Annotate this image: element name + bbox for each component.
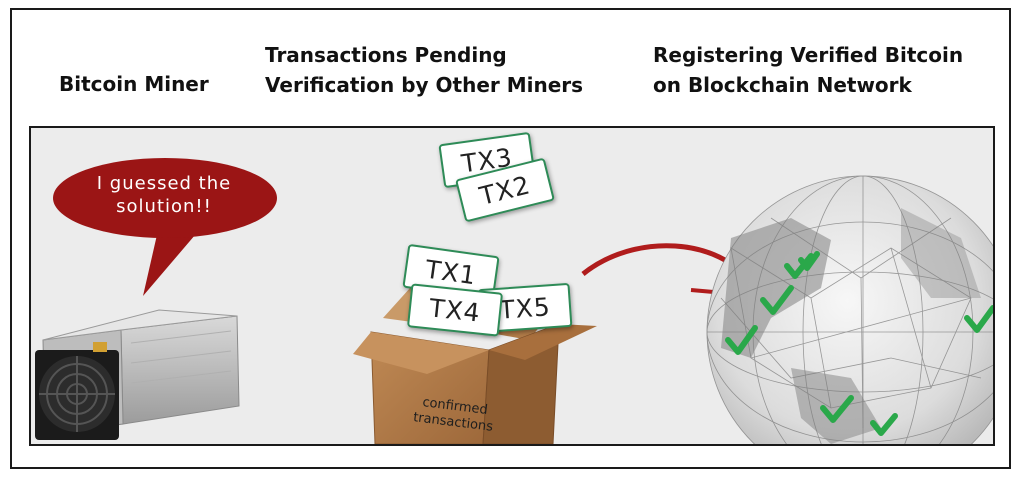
globe-network-icon bbox=[706, 175, 993, 444]
header-pending-line-1: Transactions Pending bbox=[265, 43, 507, 67]
header-bitcoin-miner: Bitcoin Miner bbox=[59, 69, 209, 99]
header-registering-bitcoin: Registering Verified Bitcoin on Blockcha… bbox=[653, 40, 963, 100]
header-transactions-pending: Transactions Pending Verification by Oth… bbox=[265, 40, 583, 100]
checkmark-icon bbox=[870, 413, 898, 436]
header-register-line-2: on Blockchain Network bbox=[653, 73, 912, 97]
bitcoin-miner-icon bbox=[35, 309, 240, 440]
checkmark-icon bbox=[964, 305, 993, 333]
checkmark-icon bbox=[820, 395, 854, 423]
checkmarks bbox=[725, 251, 993, 436]
illustration-scene: I guessed the solution!! TX3 TX2 TX1 TX5… bbox=[29, 126, 995, 446]
speech-bubble-text: I guessed the solution!! bbox=[71, 172, 257, 218]
checkmark-icon bbox=[798, 251, 820, 271]
speech-bubble bbox=[53, 158, 277, 296]
checkmark-icon bbox=[725, 325, 758, 355]
scene-graphics bbox=[35, 158, 993, 444]
header-miner-line: Bitcoin Miner bbox=[59, 72, 209, 96]
header-register-line-1: Registering Verified Bitcoin bbox=[653, 43, 964, 67]
speech-bubble-line-1: I guessed the bbox=[96, 173, 232, 194]
speech-bubble-line-2: solution!! bbox=[116, 196, 212, 217]
checkmark-icon bbox=[760, 285, 794, 315]
transaction-card-tx4: TX4 bbox=[406, 283, 504, 337]
header-pending-line-2: Verification by Other Miners bbox=[265, 73, 584, 97]
